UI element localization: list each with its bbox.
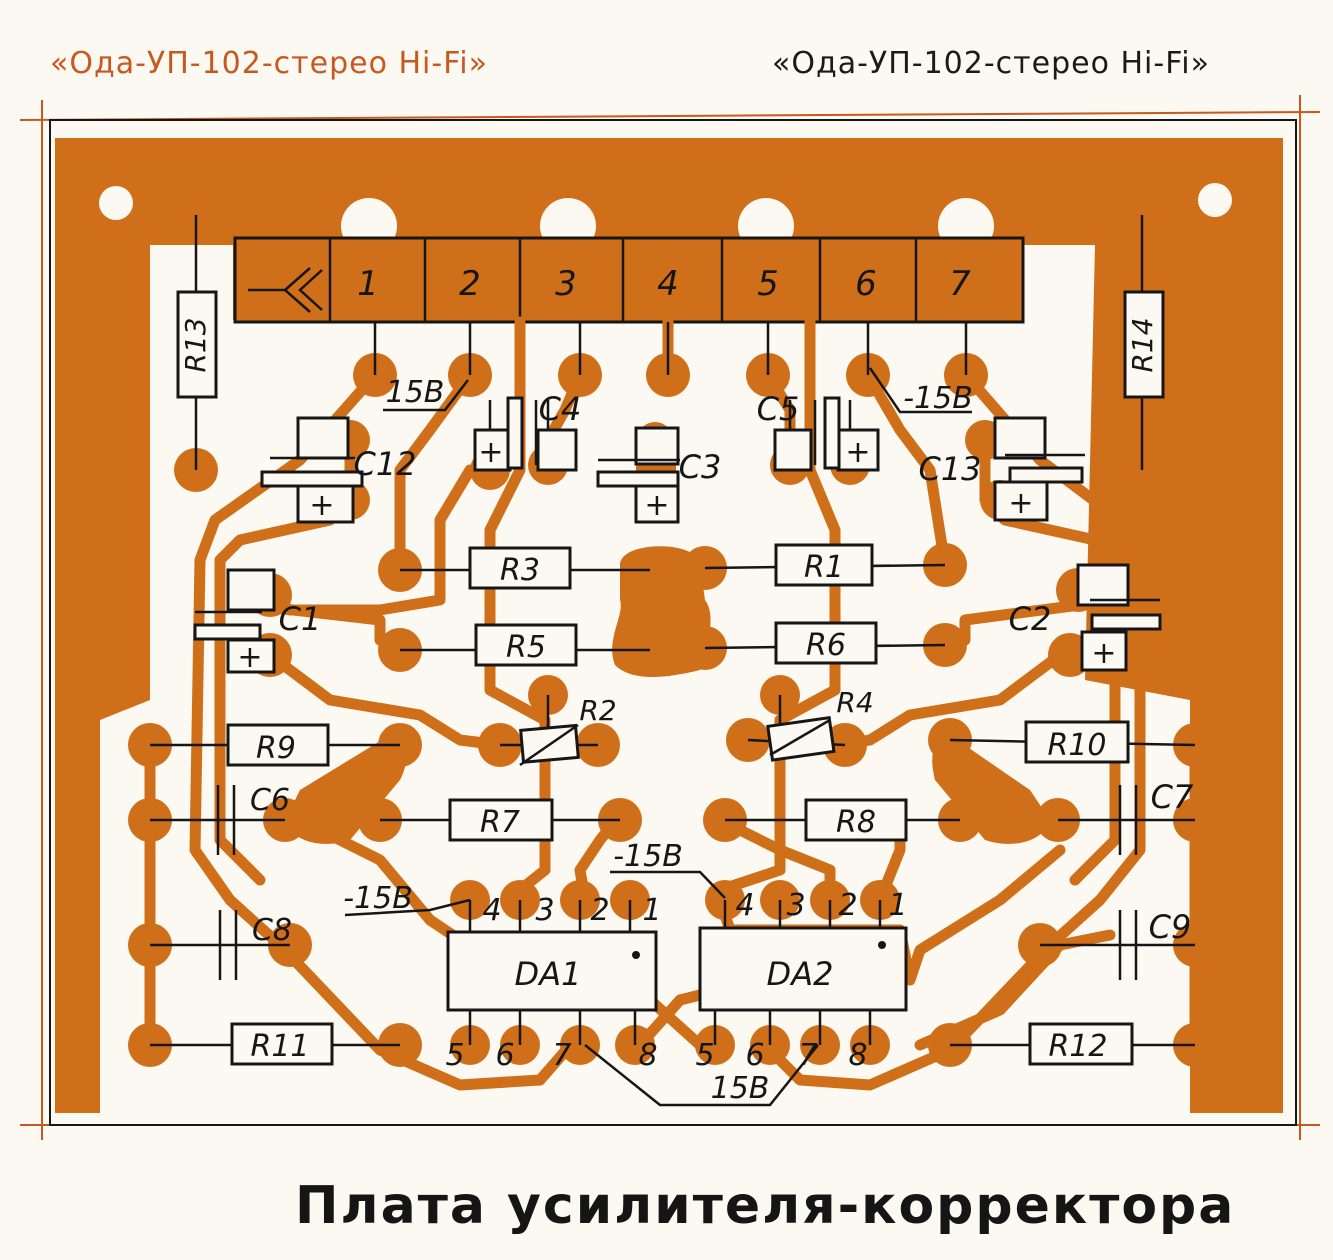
svg-text:R9: R9 [256, 731, 296, 766]
resistor-r1: R1 [774, 543, 874, 587]
svg-text:C7: C7 [1151, 778, 1194, 816]
ground-icon [248, 267, 323, 313]
svg-text:R4: R4 [836, 686, 873, 719]
svg-text:C6: C6 [250, 783, 290, 818]
svg-text:R1: R1 [804, 550, 844, 585]
ic-da2: DA2 4 3 2 1 5 6 7 8 [695, 888, 907, 1073]
capacitor-c7: C7 [1118, 778, 1194, 855]
resistor-r7: R7 [448, 798, 554, 842]
board-border [49, 119, 1297, 1126]
svg-text:R13: R13 [179, 317, 212, 372]
svg-text:R3: R3 [500, 553, 540, 588]
resistor-r10: R10 [1024, 720, 1130, 764]
capacitor-c13: + C13 [918, 416, 1085, 522]
capacitor-c3: + C3 [596, 426, 722, 524]
svg-text:C5: C5 [757, 390, 800, 428]
voltage-pos-left: 15В [386, 375, 445, 410]
connector-pin-1: 1 [357, 264, 379, 304]
da1-pin-2: 2 [590, 893, 609, 928]
header-left: «Ода-УП-102-стерео Hi-Fi» [50, 46, 488, 81]
svg-text:C2: C2 [1009, 600, 1052, 638]
capacitor-c1: + C1 [193, 568, 322, 675]
voltage-pos-bottom: 15В [711, 1071, 770, 1106]
voltage-neg-da2: -15В [613, 839, 683, 874]
da2-pin-5: 5 [695, 1038, 714, 1073]
capacitor-c4: + C4 [473, 390, 582, 472]
da1-pin-3: 3 [535, 893, 554, 928]
voltage-neg-da1: -15В [343, 881, 413, 916]
connector-pin-5: 5 [757, 264, 779, 304]
capacitor-c2: + C2 [1009, 563, 1162, 672]
copper-ground-plane [55, 138, 1283, 1113]
capacitor-c6: C6 [216, 783, 290, 855]
connector-pin-3: 3 [555, 264, 577, 304]
svg-text:C1: C1 [279, 600, 322, 638]
da1-pin-1: 1 [642, 893, 661, 928]
svg-text:C8: C8 [252, 913, 292, 948]
da2-pin-2: 2 [838, 888, 857, 923]
connector-pin-7: 7 [949, 264, 971, 304]
svg-text:+: + [1091, 636, 1116, 671]
da1-pin-4: 4 [482, 893, 501, 928]
connector-pin-6: 6 [855, 264, 877, 304]
da1-pin-6: 6 [495, 1038, 514, 1073]
capacitor-c5: + C5 [757, 390, 880, 472]
svg-text:+: + [478, 435, 503, 470]
svg-text:C13: C13 [918, 450, 981, 488]
svg-text:+: + [845, 435, 870, 470]
da2-pin-1: 1 [888, 888, 907, 923]
svg-text:R8: R8 [836, 805, 876, 840]
resistor-r3: R3 [468, 546, 572, 590]
svg-text:+: + [644, 488, 669, 523]
resistor-r11: R11 [230, 1022, 334, 1066]
svg-text:+: + [237, 640, 262, 675]
resistor-r14: R14 [1123, 290, 1165, 399]
da2-pin-3: 3 [786, 888, 805, 923]
resistor-r5: R5 [474, 623, 578, 667]
resistor-r4: R4 [766, 686, 874, 762]
voltage-annotations: 15В -15В -15В -15В 15В [343, 367, 973, 1107]
ic-da1: DA1 4 3 2 1 5 6 7 8 [445, 893, 661, 1073]
da2-pin-8: 8 [848, 1038, 867, 1073]
resistor-r12: R12 [1028, 1022, 1134, 1066]
svg-text:R2: R2 [579, 694, 616, 727]
svg-text:C12: C12 [353, 445, 416, 483]
svg-text:DA1: DA1 [515, 955, 582, 993]
voltage-neg-right: -15В [903, 381, 973, 416]
svg-text:C3: C3 [679, 448, 722, 486]
connector-pin-4: 4 [657, 264, 679, 304]
svg-text:+: + [1008, 486, 1033, 521]
svg-text:R11: R11 [250, 1029, 309, 1064]
resistor-r9: R9 [226, 723, 330, 767]
svg-text:R7: R7 [480, 805, 520, 840]
board-caption: Плата усилителя-корректора [295, 1176, 1236, 1236]
header-right: «Ода-УП-102-стерео Hi-Fi» [772, 46, 1210, 81]
capacitor-c9: C9 [1118, 908, 1192, 980]
da2-pin-4: 4 [735, 888, 754, 923]
connector-pin-2: 2 [459, 264, 481, 304]
svg-text:C9: C9 [1149, 908, 1192, 946]
da1-pin-5: 5 [445, 1038, 464, 1073]
svg-text:R5: R5 [506, 630, 546, 665]
capacitor-c8: C8 [218, 910, 292, 980]
svg-text:+: + [309, 488, 334, 523]
resistor-r8: R8 [804, 798, 908, 842]
capacitor-c12: + C12 [260, 416, 417, 524]
da1-pin-8: 8 [638, 1038, 657, 1073]
connector-strip: 1 2 3 4 5 6 7 [233, 236, 1025, 324]
da1-pin-7: 7 [552, 1038, 571, 1073]
svg-text:R12: R12 [1048, 1029, 1107, 1064]
svg-text:DA2: DA2 [767, 955, 834, 993]
resistor-r6: R6 [774, 621, 878, 665]
da2-pin-6: 6 [745, 1038, 764, 1073]
svg-text:C4: C4 [539, 390, 582, 428]
resistor-r2: R2 [519, 694, 617, 767]
resistor-r13: R13 [176, 290, 218, 399]
svg-text:R6: R6 [806, 628, 846, 663]
svg-text:R10: R10 [1047, 728, 1106, 763]
svg-text:R14: R14 [1126, 317, 1159, 372]
